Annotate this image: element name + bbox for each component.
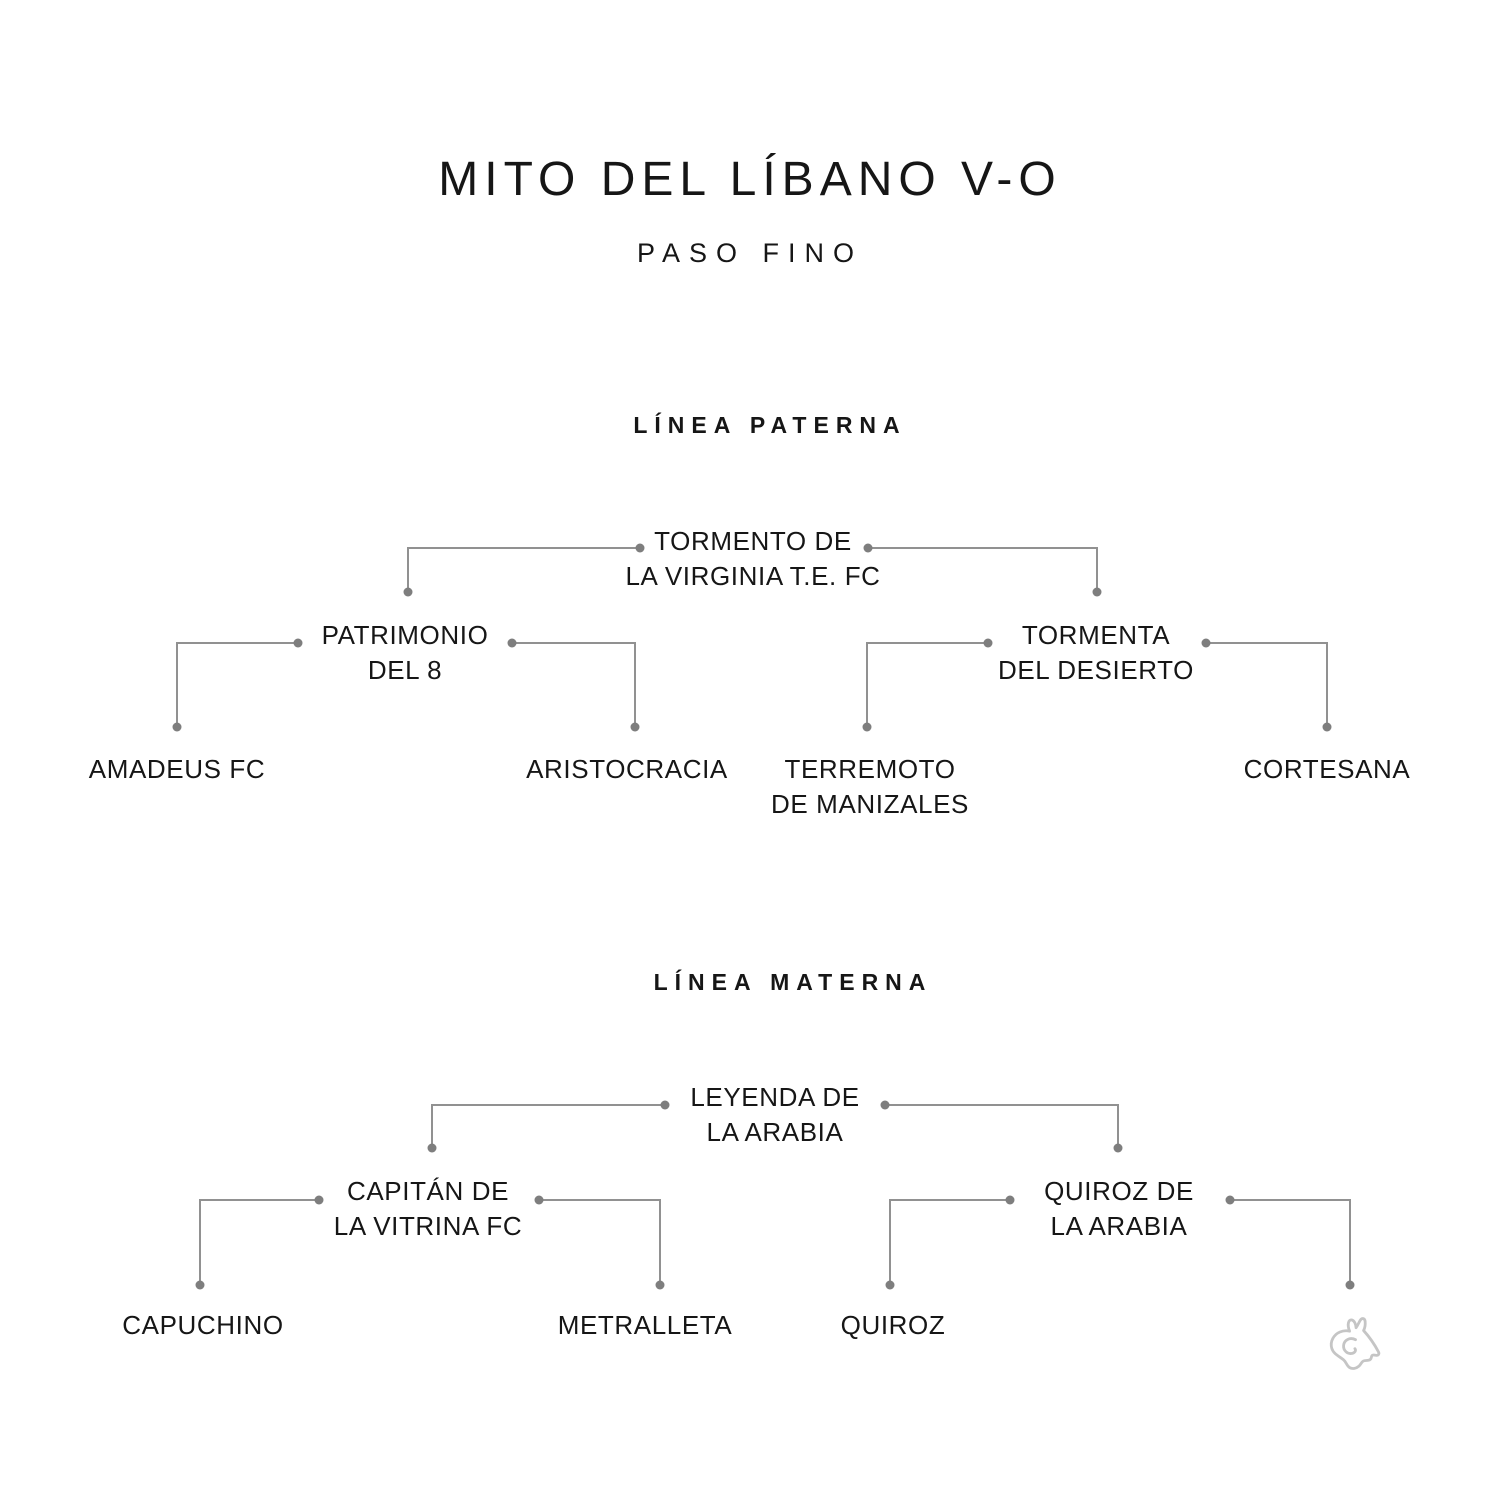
connector-dot [1345,1280,1355,1290]
breed-subtitle: PASO FINO [636,238,864,268]
pedigree-node-paternal-ggp-4: CORTESANA [1243,754,1411,784]
pedigree-node-maternal-ggp-2: METRALLETA [557,1310,733,1340]
pedigree-node-sire: TORMENTO DE LA VIRGINIA T.E. FC [625,526,881,591]
pedigree-node-paternal-ggp-3: TERREMOTO DE MANIZALES [771,754,969,819]
pedigree-node-maternal-grandsire: CAPITÁN DE LA VITRINA FC [333,1176,523,1241]
pedigree-node-maternal-ggp-1: CAPUCHINO [122,1310,284,1340]
pedigree-node-paternal-ggp-2: ARISTOCRACIA [526,754,728,784]
connector-dot [534,1195,544,1205]
connector-line [866,642,988,727]
connector-dot [293,638,303,648]
maternal-line-heading: LÍNEA MATERNA [653,969,933,995]
connector-dot [655,1280,665,1290]
pedigree-node-maternal-ggp-3: QUIROZ [840,1310,946,1340]
connector-dot [172,722,182,732]
connector-dot [630,722,640,732]
connector-dot [1201,638,1211,648]
connector-dot [983,638,993,648]
pedigree-node-paternal-grandsire: PATRIMONIO DEL 8 [321,620,489,685]
connector-line [512,642,636,727]
connector-line [885,1104,1119,1148]
connector-dot [314,1195,324,1205]
connector-dot [1005,1195,1015,1205]
page-title: MITO DEL LÍBANO V-O [438,153,1062,206]
connector-dot [1092,587,1102,597]
pedigree-node-maternal-granddam: QUIROZ DE LA ARABIA [1044,1176,1194,1241]
connector-dot [660,1100,670,1110]
connector-dot [1322,722,1332,732]
pedigree-node-paternal-ggp-1: AMADEUS FC [88,754,266,784]
connector-dot [862,722,872,732]
connector-dot [1113,1143,1123,1153]
pedigree-node-paternal-granddam: TORMENTA DEL DESIERTO [997,620,1195,685]
connector-line [868,547,1098,592]
connector-dot [507,638,517,648]
connector-dot [1225,1195,1235,1205]
paternal-line-heading: LÍNEA PATERNA [633,412,907,438]
connector-line [889,1199,1010,1285]
connector-line [407,547,640,592]
connector-line [1230,1199,1351,1285]
connector-dot [427,1143,437,1153]
connector-line [539,1199,661,1285]
connector-line [199,1199,319,1285]
connector-dot [885,1280,895,1290]
connector-dot [403,587,413,597]
connector-line [431,1104,665,1148]
connector-line [1206,642,1328,727]
pedigree-node-dam: LEYENDA DE LA ARABIA [690,1082,860,1147]
horse-head-icon [1329,1317,1381,1370]
connector-dot [635,543,645,553]
connector-dot [880,1100,890,1110]
connector-dot [863,543,873,553]
connector-dot [195,1280,205,1290]
connector-line [176,642,298,727]
